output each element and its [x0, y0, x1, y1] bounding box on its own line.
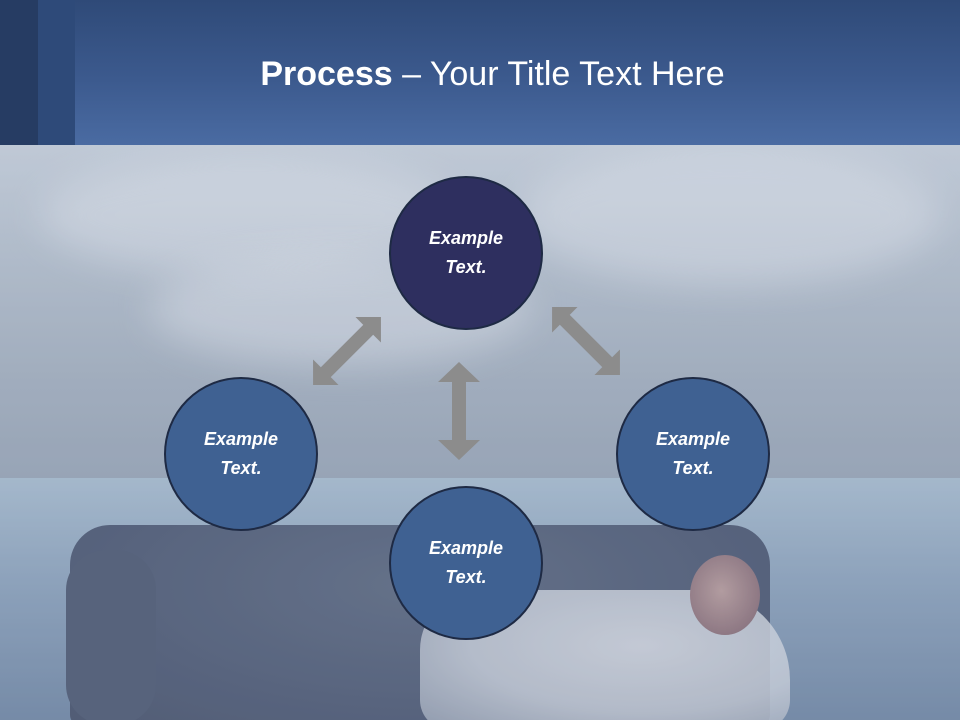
node-label: Example Text. — [203, 429, 279, 478]
node-label: Example Text. — [655, 429, 731, 478]
sofa-arm — [66, 550, 156, 720]
header-accent-strip — [38, 0, 75, 145]
slide-title[interactable]: Process – Your Title Text Here — [75, 52, 910, 96]
header-band: Process – Your Title Text Here — [0, 0, 960, 145]
title-rest: – Your Title Text Here — [392, 55, 725, 93]
cloud — [520, 145, 940, 285]
process-node-top[interactable]: Example Text. — [389, 176, 543, 330]
header-accent-strip — [0, 0, 38, 145]
node-label: Example Text. — [428, 228, 504, 277]
title-bold: Process — [260, 55, 393, 93]
double-arrow-left[interactable] — [300, 304, 393, 397]
double-arrow-right[interactable] — [539, 294, 632, 387]
double-arrow-vertical[interactable] — [438, 362, 480, 460]
process-node-left[interactable]: Example Text. — [164, 377, 318, 531]
node-label: Example Text. — [428, 538, 504, 587]
person-head — [690, 555, 760, 635]
process-node-right[interactable]: Example Text. — [616, 377, 770, 531]
process-node-bottom[interactable]: Example Text. — [389, 486, 543, 640]
